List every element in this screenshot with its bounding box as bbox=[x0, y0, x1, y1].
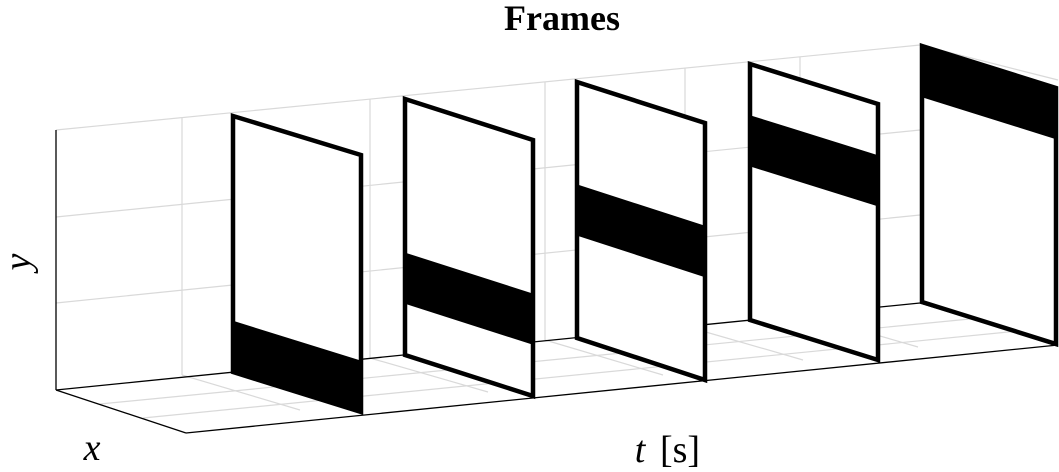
frame-1 bbox=[230, 112, 364, 416]
x-axis-line bbox=[55, 389, 187, 434]
grid-back-top bbox=[55, 44, 921, 131]
t-axis-label: t bbox=[635, 429, 647, 471]
t-axis-label-group: t [s] bbox=[635, 429, 700, 471]
frame-5 bbox=[919, 42, 1059, 348]
frame-5-border bbox=[919, 42, 1059, 348]
grid-floor-d3 bbox=[544, 339, 664, 376]
frame-4-panel bbox=[750, 64, 878, 360]
figure-title: Frames bbox=[504, 0, 620, 38]
t-axis-unit: [s] bbox=[660, 429, 700, 471]
grid-floor-d1 bbox=[181, 374, 301, 411]
x-axis-label: x bbox=[83, 427, 101, 469]
frame-5-band bbox=[922, 46, 1056, 140]
frame-2 bbox=[402, 95, 536, 400]
frame-3 bbox=[574, 78, 708, 384]
frame-3-border bbox=[574, 78, 708, 384]
frame-1-band bbox=[233, 320, 361, 412]
axes-lines bbox=[55, 130, 1059, 434]
frames-layer bbox=[230, 42, 1059, 416]
frame-4-band bbox=[750, 115, 878, 207]
frame-4 bbox=[747, 60, 881, 364]
frame-2-panel bbox=[405, 99, 533, 396]
frame-1-border bbox=[230, 112, 364, 416]
axes-grid bbox=[55, 44, 1059, 419]
frame-2-band bbox=[405, 252, 533, 345]
grid-floor-d2 bbox=[369, 357, 489, 393]
y-axis-label: y bbox=[0, 253, 39, 274]
frame-3-band bbox=[577, 184, 705, 278]
frame-2-border bbox=[402, 95, 536, 400]
t-axis-line bbox=[185, 344, 1059, 434]
frame-4-border bbox=[747, 60, 881, 364]
